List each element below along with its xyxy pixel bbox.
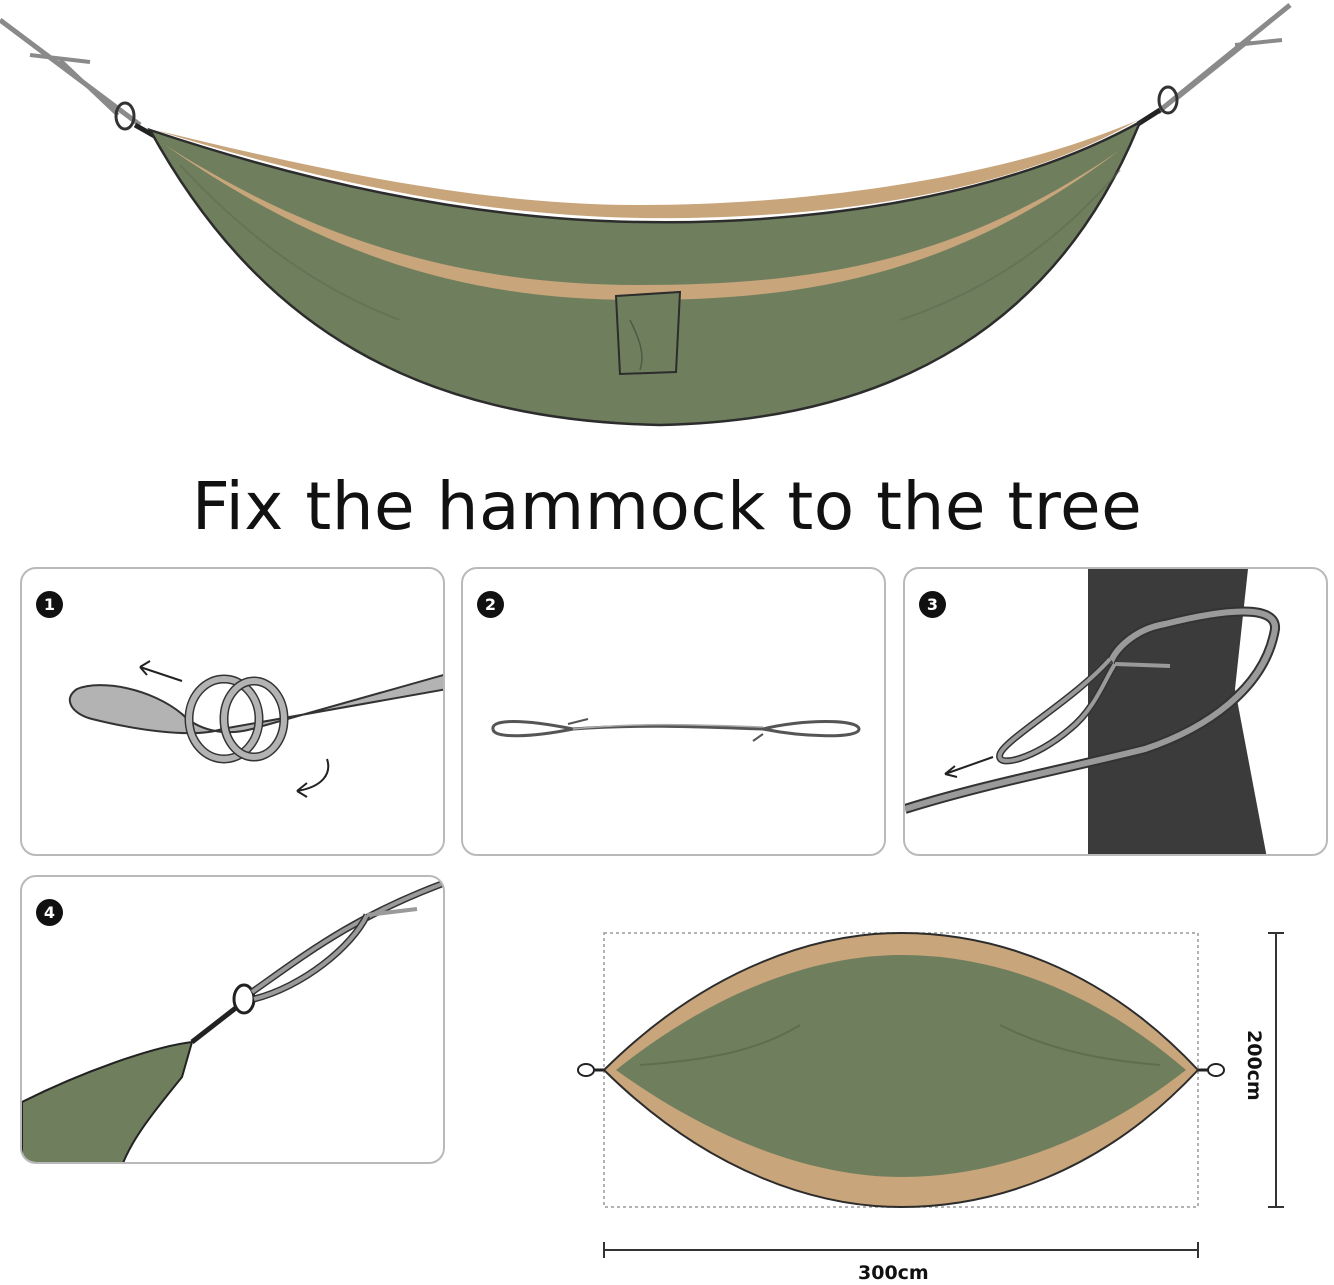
hammock-body [147, 119, 1143, 427]
hammock-hero-illustration [0, 3, 1292, 427]
left-carabiner [577, 1063, 595, 1077]
step-1-badge: 1 [36, 591, 63, 618]
width-label: 300cm [858, 1262, 929, 1284]
width-dimension-line [603, 1242, 1199, 1258]
right-carabiner [1207, 1063, 1225, 1077]
pull-direction-arrow [944, 756, 994, 778]
instruction-title: Fix the hammock to the tree [191, 468, 1143, 545]
height-label: 200cm [1243, 1030, 1265, 1101]
hammock-dimensions-diagram [577, 931, 1284, 1258]
step-2-badge: 2 [477, 591, 504, 618]
height-dimension-line [1268, 932, 1284, 1208]
step-4-panel: 4 [20, 875, 445, 1164]
step-4-badge: 4 [36, 899, 63, 926]
rotation-arrow [296, 758, 330, 798]
step-3-badge: 3 [919, 591, 946, 618]
rope-illustration [491, 718, 861, 742]
step-2-panel: 2 [461, 567, 886, 856]
step-1-panel: 1 [20, 567, 445, 856]
step-3-panel: 3 [903, 567, 1328, 856]
stuff-sack-pouch [614, 290, 682, 376]
direction-arrow-left [139, 660, 183, 682]
strap-knot-illustration [68, 660, 443, 798]
right-suspension-rope [1136, 3, 1292, 127]
attach-carabiner-illustration [22, 879, 443, 1162]
left-suspension-rope [0, 18, 160, 141]
tree-wrap-illustration [905, 569, 1280, 854]
